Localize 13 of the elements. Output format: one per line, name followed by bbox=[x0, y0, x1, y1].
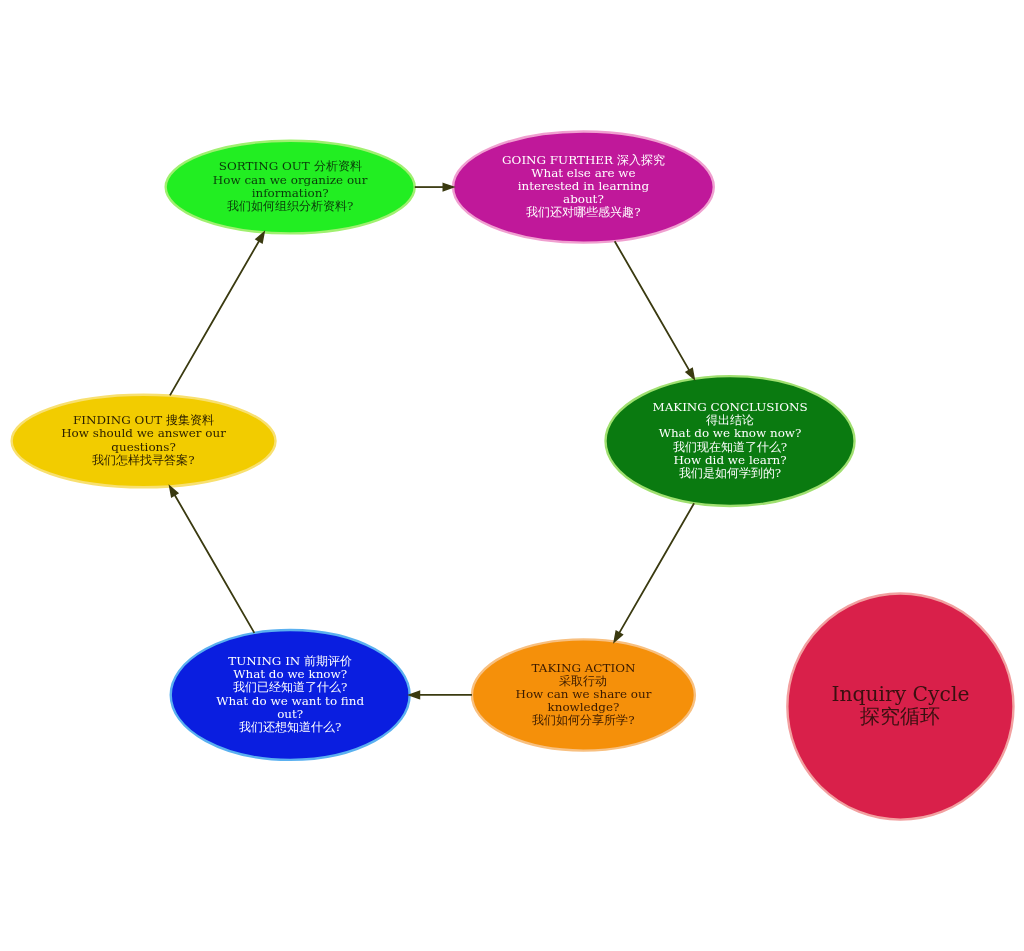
arrow bbox=[168, 484, 255, 634]
node-ellipse: TAKING ACTION 采取行动 How can we share our knowledge? 我们如何分享所学? bbox=[470, 638, 696, 752]
node-ellipse: MAKING CONCLUSIONS 得出结论 What do we know now? 我们现在知道了什么? How did we learn? 我们是如何学到的? bbox=[603, 374, 856, 508]
arrow bbox=[406, 690, 473, 700]
arrow bbox=[168, 230, 265, 397]
node-ellipse: GOING FURTHER 深入探究 What else are we interested in learning about? 我们还对哪些感兴趣? bbox=[451, 130, 715, 244]
node-ellipse: SORTING OUT 分析资料 How can we organize our information? 我们如何组织分析资料? bbox=[163, 139, 416, 235]
arrow bbox=[612, 502, 695, 644]
node-circle: Inquiry Cycle 探究循环 bbox=[785, 592, 1015, 821]
arrow bbox=[613, 240, 695, 381]
node-ellipse: TUNING IN 前期评价 What do we know? 我们已经知道了什么? What do we want to find out? 我们还想知道什么? bbox=[169, 628, 411, 762]
node-ellipse: FINDING OUT 搜集资料 How should we answer our questions? 我们怎样找寻答案? bbox=[9, 393, 277, 489]
arrow bbox=[413, 182, 456, 192]
